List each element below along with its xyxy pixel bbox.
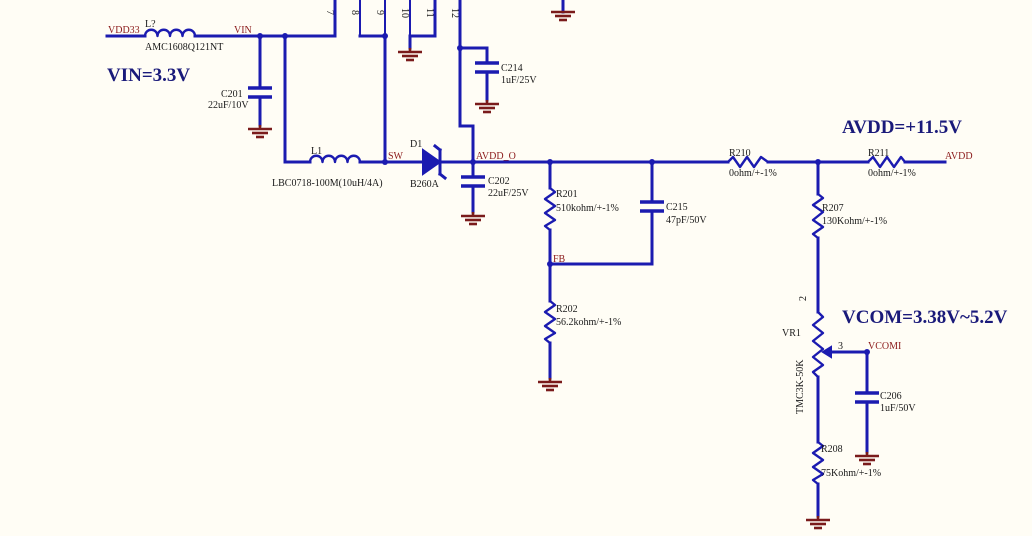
c206-ref: C206: [880, 391, 902, 402]
c206-value: 1uF/50V: [880, 403, 916, 414]
r208-ref: R208: [821, 444, 843, 455]
c214-value: 1uF/25V: [501, 75, 537, 86]
ic-pin-7: 7: [324, 10, 335, 15]
r207-value: 130Kohm/+-1%: [822, 216, 887, 227]
capacitor-symbols: [248, 61, 879, 404]
r211-ref: R211: [868, 148, 889, 159]
c201-value: 22uF/10V: [208, 100, 249, 111]
d1-ref: D1: [410, 139, 422, 150]
r207-ref: R207: [822, 203, 844, 214]
net-label-vdd33: VDD33: [108, 25, 140, 36]
l1-inductor-symbol: [308, 154, 362, 164]
heading-vin: VIN=3.3V: [107, 65, 190, 86]
net-label-sw: SW: [388, 151, 404, 162]
junction-dots: [257, 33, 870, 355]
l-bead-ref: L?: [145, 19, 156, 30]
ic-pin-stubs: [334, 0, 461, 36]
bead-inductor-symbol: [143, 28, 197, 38]
ic-pin-9: 9: [374, 10, 385, 15]
c215-ref: C215: [666, 202, 688, 213]
net-label-vcomi: VCOMI: [868, 341, 901, 352]
c202-ref: C202: [488, 176, 510, 187]
net-label-vin: VIN: [234, 25, 252, 36]
r201-value: 510kohm/+-1%: [556, 203, 619, 214]
ic-pin-10: 10: [399, 8, 410, 18]
r210-ref: R210: [729, 148, 751, 159]
l1-ref: L1: [311, 146, 322, 157]
resistor-symbols: [543, 155, 906, 485]
r208-value: 75Kohm/+-1%: [821, 468, 881, 479]
c215-value: 47pF/50V: [666, 215, 707, 226]
c214-ref: C214: [501, 63, 523, 74]
heading-avdd: AVDD=+11.5V: [842, 117, 962, 138]
vr1-value: TMC3K-50K: [795, 359, 806, 414]
ic-pin-12: 12: [449, 8, 460, 18]
ground-symbols: [248, 10, 879, 530]
l-bead-value: AMC1608Q121NT: [145, 42, 223, 53]
d1-value: B260A: [410, 179, 440, 190]
net-label-fb: FB: [553, 254, 566, 265]
r211-value: 0ohm/+-1%: [868, 168, 916, 179]
l1-value: LBC0718-100M(10uH/4A): [272, 178, 383, 189]
r202-value: 56.2kohm/+-1%: [556, 317, 621, 328]
c201-ref: C201: [221, 89, 243, 100]
heading-vcom: VCOM=3.38V~5.2V: [842, 307, 1008, 328]
wires: [105, 0, 947, 518]
net-label-avdd-o: AVDD_O: [476, 151, 516, 162]
r202-ref: R202: [556, 304, 578, 315]
d1-diode-symbol: [422, 143, 448, 181]
r210-value: 0ohm/+-1%: [729, 168, 777, 179]
r201-ref: R201: [556, 189, 578, 200]
net-label-avdd: AVDD: [945, 151, 973, 162]
ic-pin-11: 11: [424, 8, 435, 18]
vr1-pin-2: 2: [798, 296, 809, 301]
c202-value: 22uF/25V: [488, 188, 529, 199]
vr1-ref: VR1: [782, 328, 801, 339]
ic-pin-8: 8: [349, 10, 360, 15]
vr1-pin-3: 3: [838, 341, 843, 352]
